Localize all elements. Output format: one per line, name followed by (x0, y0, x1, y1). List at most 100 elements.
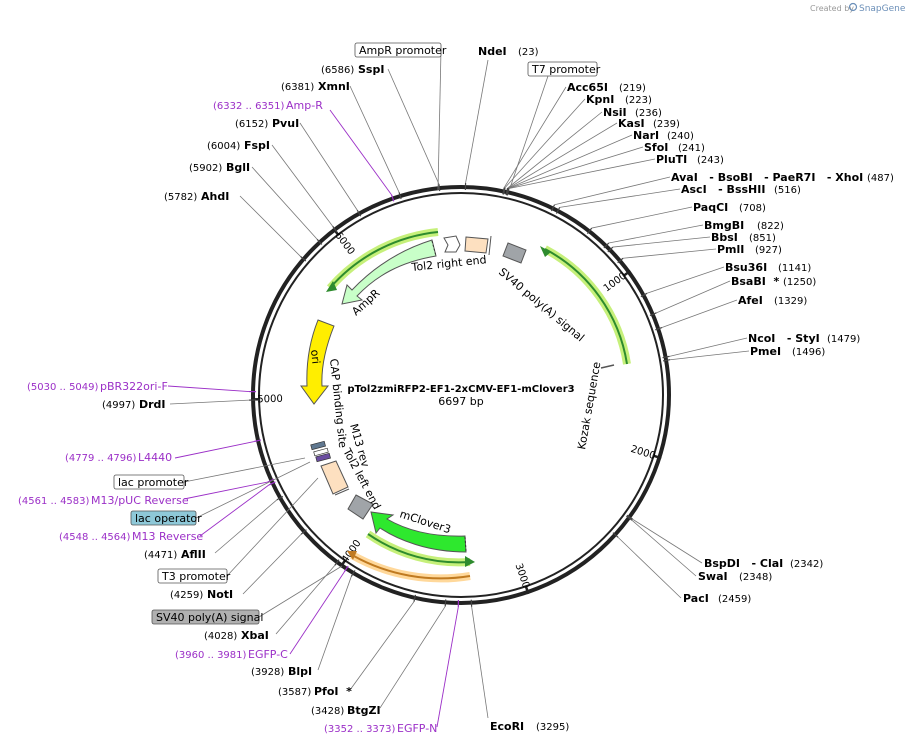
box-lac-promoter (113, 474, 185, 490)
site-tick (612, 532, 619, 538)
site-position: (6152) (235, 119, 268, 130)
snapgene-credit: Created by SnapGene (810, 2, 906, 14)
site-tick (607, 246, 614, 253)
site-label: PacI (683, 592, 709, 605)
tick-label: 1000 (602, 271, 629, 295)
site-tick (300, 529, 307, 535)
ampr-track-line (329, 231, 439, 289)
site-label: PmlI (717, 243, 744, 256)
tick-label: 2000 (629, 444, 657, 462)
leader-line (612, 236, 711, 248)
site-label: BsaBI * (731, 275, 779, 288)
site-position: (3428) (311, 706, 344, 717)
box-leader-line (437, 49, 442, 191)
mclover3-track-arrowhead (465, 556, 475, 567)
primer-label: M13/pUC Reverse (91, 494, 189, 507)
site-tick (555, 207, 561, 214)
primer-position: (3960 .. 3981) (175, 650, 247, 661)
plasmid-name: pTol2zmiRFP2-EF1-2xCMV-EF1-mClover3 (347, 384, 574, 395)
leader-line (631, 519, 697, 577)
box-leader-line (226, 477, 319, 577)
site-label: PmeI (750, 345, 781, 358)
leader-line (503, 86, 567, 188)
site-label: AfeI (738, 294, 763, 307)
site-tick (506, 188, 510, 196)
leader-line (508, 146, 644, 189)
leader-line (174, 441, 255, 459)
site-position: (5782) (164, 192, 197, 203)
leader-line (622, 248, 717, 259)
primer-position: (4779 .. 4796) (65, 453, 137, 464)
box-lac-operator (130, 510, 197, 526)
site-label: Acc65I (567, 81, 608, 94)
leader-line (167, 385, 250, 393)
leader-line (242, 533, 302, 595)
site-position: (3295) (536, 722, 569, 733)
leader-line (554, 176, 671, 206)
site-position: (4997) (102, 400, 135, 411)
ampr-dashed-edge (431, 240, 437, 257)
leader-line (669, 350, 750, 361)
box-sv40-polya (151, 609, 260, 625)
leader-line (183, 481, 268, 500)
site-tick (334, 559, 340, 566)
box-t7-promoter (527, 61, 598, 77)
site-position: (851) (749, 233, 776, 244)
site-label: DrdI (139, 398, 166, 411)
site-position: (243) (697, 155, 724, 166)
primer-label: pBR322ori-F (100, 380, 168, 393)
site-position: (708) (739, 203, 766, 214)
primer-position: (4548 .. 4564) (59, 532, 131, 543)
feature-track-right-arrowhead (540, 246, 551, 257)
feature-small-arrow (443, 235, 461, 253)
feature-track-right-line (544, 248, 628, 365)
site-label: NsiI (603, 106, 627, 119)
leader-line (646, 266, 725, 294)
leader-line (214, 499, 278, 554)
primer-position: (6332 .. 6351) (213, 101, 285, 112)
backbone-inner-ring (258, 192, 664, 598)
site-tick (663, 359, 671, 362)
site-position: (1479) (827, 334, 860, 345)
site-position: (4028) (204, 631, 237, 642)
site-tick (617, 257, 624, 264)
site-label: NarI (633, 129, 659, 142)
tick-label: 3000 (513, 562, 532, 590)
tick-mark (339, 558, 347, 568)
site-position: (516) (774, 185, 801, 196)
feature-tol2-right-end (464, 236, 489, 254)
leader-line (507, 111, 603, 189)
box-leader-line (509, 75, 549, 189)
site-label: KasI (618, 117, 645, 130)
box-label-ampr-promoter: AmpR promoter (359, 44, 447, 57)
feature-sv40-polya-block (502, 242, 527, 264)
site-position: (1329) (774, 296, 807, 307)
site-position: (6381) (281, 82, 314, 93)
site-label: Bsu36I (725, 261, 767, 274)
site-tick (655, 326, 663, 331)
site-tick (413, 594, 417, 602)
leader-line (239, 195, 301, 257)
leader-line (329, 109, 392, 195)
feature-lac-block (315, 452, 331, 463)
site-position: (927) (755, 245, 782, 256)
site-position: (236) (635, 108, 662, 119)
leader-line (507, 122, 618, 189)
site-label: BglI (226, 161, 250, 174)
site-position: (822) (757, 221, 784, 232)
site-label: NdeI (478, 45, 507, 58)
leader-line (559, 188, 681, 208)
backbone-outer-ring (251, 185, 671, 605)
site-label: XmnI (318, 80, 350, 93)
site-tick (626, 515, 633, 521)
box-label-sv40-polya: SV40 poly(A) signal (156, 611, 263, 624)
tick-label: 6000 (332, 230, 356, 257)
feature-cap-block (310, 440, 326, 451)
site-label: FspI (244, 139, 270, 152)
site-label: EcoRI (490, 720, 524, 733)
site-tick (649, 312, 657, 317)
site-label: XbaI (241, 629, 269, 642)
leader-line (271, 144, 333, 227)
site-position: (6586) (321, 65, 354, 76)
